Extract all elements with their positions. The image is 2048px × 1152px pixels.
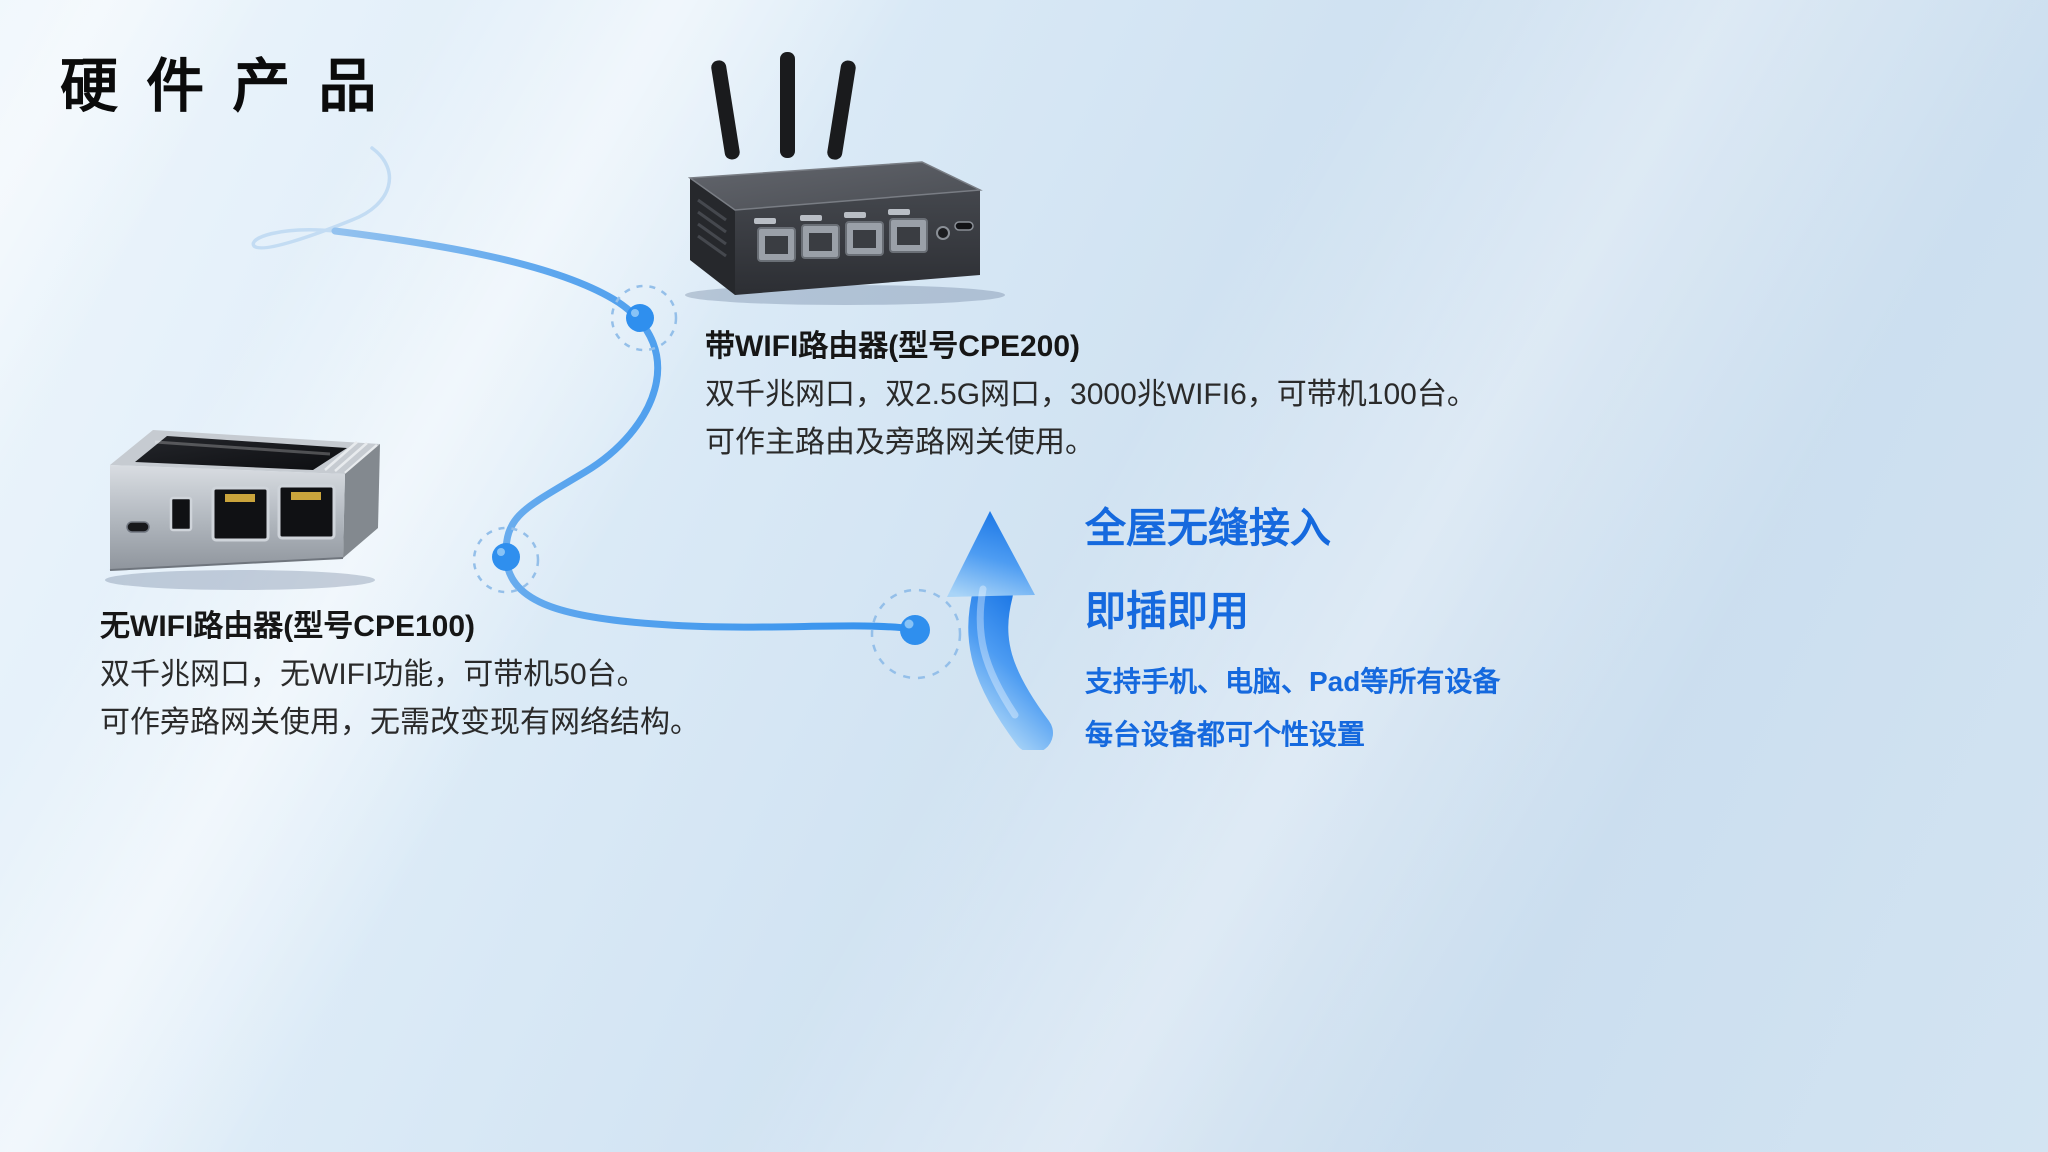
cpe200-desc-line2: 可作主路由及旁路网关使用。 bbox=[705, 426, 1095, 459]
usb-c-port-icon bbox=[954, 221, 974, 231]
ethernet-ports bbox=[754, 209, 928, 262]
feature-headline-2: 即插即用 bbox=[1085, 588, 1249, 634]
cpe200-product-image bbox=[685, 52, 1005, 305]
usb-c-port-icon bbox=[126, 521, 150, 533]
feature-detail-2: 每台设备都可个性设置 bbox=[1085, 719, 1366, 750]
cpe100-shadow bbox=[105, 570, 375, 590]
reset-button-icon bbox=[936, 226, 950, 240]
cpe100-right-face bbox=[343, 444, 380, 558]
cpe100-desc-line1: 双千兆网口，无WIFI功能，可带机50台。 bbox=[100, 658, 647, 691]
cpe100-name: 无WIFI路由器(型号CPE100) bbox=[100, 610, 476, 643]
antenna-icons bbox=[711, 52, 856, 160]
vent-slots bbox=[697, 198, 727, 258]
cpe200-text-block: 带WIFI路由器(型号CPE200) 双千兆网口，双2.5G网口，3000兆WI… bbox=[705, 330, 1477, 474]
feature-headline-1: 全屋无缝接入 bbox=[1085, 505, 1331, 551]
cpe100-product-image bbox=[105, 430, 380, 590]
connection-node-2 bbox=[472, 526, 540, 594]
usb-a-port-icon bbox=[169, 496, 193, 532]
cpe100-top-panel bbox=[135, 436, 347, 470]
ethernet-ports bbox=[211, 484, 336, 542]
page-title: 硬 件 产 品 bbox=[60, 54, 383, 119]
connector-squiggle bbox=[251, 146, 392, 250]
cpe200-left-face bbox=[690, 178, 735, 295]
cpe200-desc-line1: 双千兆网口，双2.5G网口，3000兆WIFI6，可带机100台。 bbox=[705, 378, 1477, 411]
cpe200-name: 带WIFI路由器(型号CPE200) bbox=[705, 330, 1081, 363]
features-block: 全屋无缝接入 即插即用 支持手机、电脑、Pad等所有设备 每台设备都可个性设置 bbox=[1085, 508, 1500, 774]
heatsink-fins bbox=[324, 441, 378, 474]
up-arrow-icon bbox=[947, 511, 1053, 750]
feature-detail-1: 支持手机、电脑、Pad等所有设备 bbox=[1085, 666, 1501, 697]
cpe200-top-face bbox=[690, 162, 980, 210]
cpe100-text-block: 无WIFI路由器(型号CPE100) 双千兆网口，无WIFI功能，可带机50台。… bbox=[100, 610, 700, 754]
cpe100-desc-line2: 可作旁路网关使用，无需改变现有网络结构。 bbox=[100, 706, 700, 739]
